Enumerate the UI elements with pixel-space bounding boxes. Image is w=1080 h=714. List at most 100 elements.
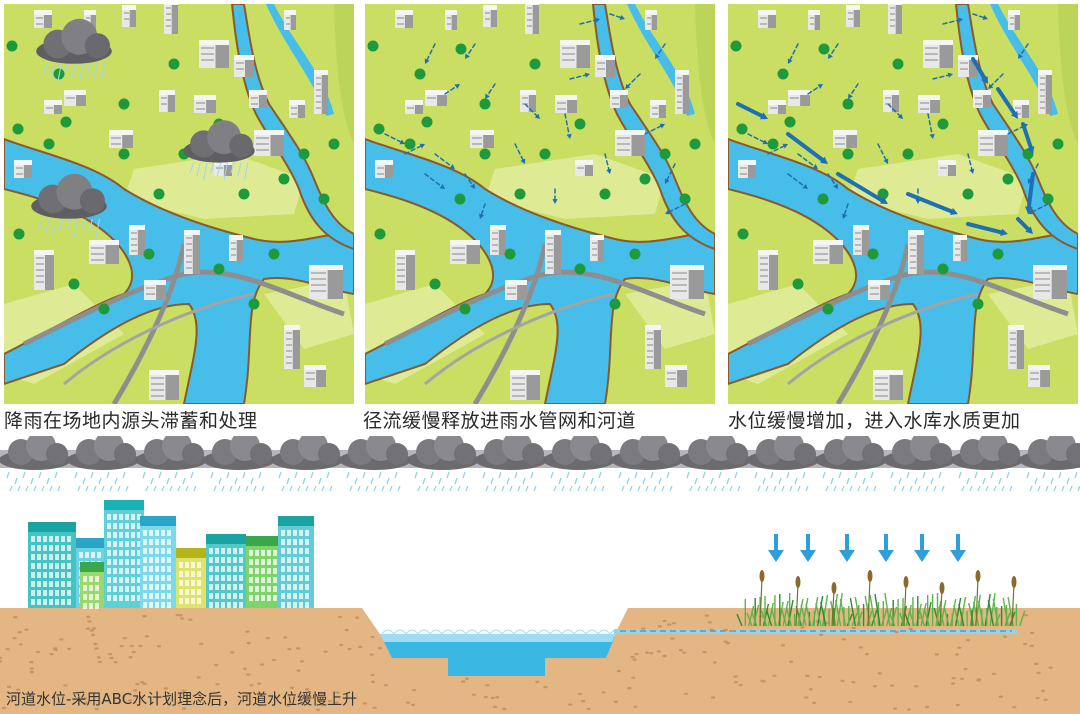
grass-blade <box>987 599 995 627</box>
tree <box>792 278 804 290</box>
raindrop <box>326 471 330 479</box>
tree <box>479 148 491 160</box>
wetland-grass <box>736 570 1026 627</box>
raindrop <box>666 471 670 479</box>
soil-speck <box>464 677 470 680</box>
building <box>44 100 62 114</box>
soil-speck <box>1 706 7 710</box>
building <box>176 548 206 608</box>
soil-speck <box>18 643 23 646</box>
building <box>768 100 786 114</box>
building <box>575 160 593 176</box>
building <box>670 265 704 299</box>
raindrop <box>229 485 233 492</box>
soil-speck <box>924 705 930 709</box>
grass-blade <box>933 607 940 627</box>
tree <box>574 263 586 275</box>
tree <box>514 188 526 200</box>
band-cloud <box>611 436 683 492</box>
grass-blade <box>918 609 926 627</box>
raindrop <box>838 471 842 479</box>
building <box>309 265 343 299</box>
soil-speck <box>788 660 794 663</box>
building <box>595 55 615 77</box>
runoff-arrow <box>877 143 889 164</box>
tree <box>479 98 491 110</box>
runoff-arrow <box>664 163 676 184</box>
soil-speck <box>377 647 383 650</box>
building <box>254 130 284 156</box>
soil-speck <box>616 669 621 673</box>
raindrop <box>213 485 217 492</box>
grass-blade <box>954 597 962 627</box>
raindrop <box>386 477 390 485</box>
soil-speck <box>535 680 540 683</box>
tree <box>278 173 290 185</box>
grass-blade <box>925 601 932 627</box>
raindrop <box>221 485 225 492</box>
raindrop <box>250 477 254 485</box>
raindrop <box>773 485 777 492</box>
building <box>525 4 539 34</box>
reed-stem <box>831 589 835 627</box>
tree <box>43 138 55 150</box>
soil-speck <box>951 677 956 680</box>
raindrop <box>794 477 798 485</box>
raindrop <box>558 477 562 485</box>
raindrop <box>145 485 149 492</box>
soil-speck <box>1029 631 1035 635</box>
tree <box>842 98 854 110</box>
runoff-arrow <box>384 133 405 145</box>
band-cloud <box>67 436 139 492</box>
soil-speck <box>271 658 277 662</box>
soil-speck <box>296 647 301 650</box>
soil-speck <box>90 633 96 637</box>
soil-speck <box>107 652 113 656</box>
runoff-arrow <box>932 72 953 80</box>
raindrop <box>802 471 806 479</box>
building <box>978 130 1008 156</box>
grass-blade <box>923 608 930 627</box>
raindrop <box>642 477 646 485</box>
soil-speck <box>5 647 10 651</box>
raindrop <box>650 471 654 479</box>
soil-speck <box>144 635 150 638</box>
down-arrow-icon <box>950 534 966 562</box>
building <box>505 280 527 300</box>
tree <box>153 188 165 200</box>
raindrop <box>993 485 997 492</box>
grass-blade <box>797 598 804 627</box>
soil-speck <box>803 696 809 699</box>
raindrop <box>482 471 486 479</box>
panel-2-caption: 径流缓慢释放进雨水管网和河道 <box>363 410 637 432</box>
band-cloud <box>815 436 887 492</box>
soil-speck <box>702 650 707 654</box>
soil-speck <box>851 681 856 684</box>
raindrop <box>626 477 630 485</box>
raindrop <box>185 485 189 492</box>
raindrop <box>1061 485 1065 492</box>
raindrop <box>585 485 589 492</box>
raindrop <box>1029 485 1033 492</box>
soil-speck <box>323 650 328 653</box>
raindrop <box>1042 471 1046 479</box>
soil-speck <box>320 703 325 707</box>
tree <box>629 248 641 260</box>
soil-speck <box>671 622 677 625</box>
tree <box>730 40 742 52</box>
raindrop <box>553 485 557 492</box>
soil-speck <box>246 641 251 645</box>
raindrop <box>54 471 58 479</box>
tree <box>12 123 24 135</box>
road <box>63 292 255 386</box>
soil-speck <box>132 689 138 692</box>
building <box>64 90 86 106</box>
tree <box>118 98 130 110</box>
soil-speck <box>644 651 650 654</box>
soil-speck <box>52 647 58 650</box>
soil-speck <box>245 630 250 633</box>
runoff-arrow <box>604 153 612 174</box>
soil-speck <box>242 667 248 670</box>
building <box>665 365 687 387</box>
band-cloud <box>951 436 1023 492</box>
